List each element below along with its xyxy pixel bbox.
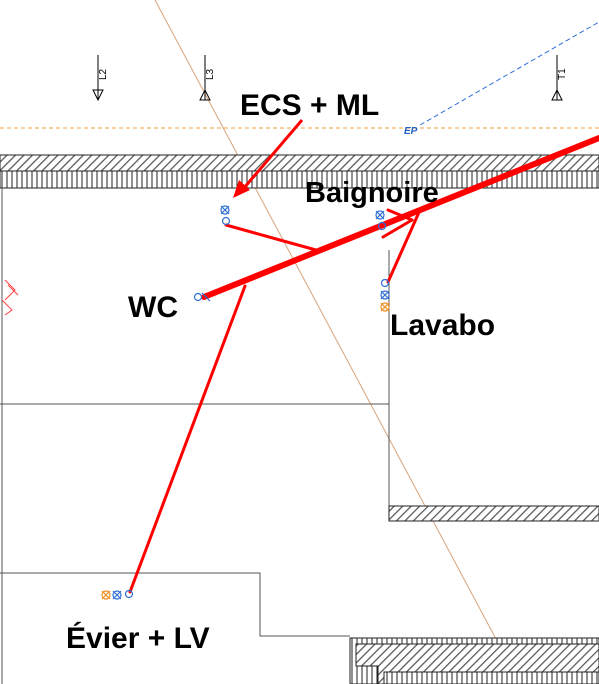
edge-marker [1,279,19,316]
reference-line [154,0,521,684]
axis-marker-l2: L2 [92,55,109,102]
fixture-evier-lv [101,589,134,600]
label-baignoire: Baignoire [305,177,439,209]
ep-label: EP [404,126,418,137]
axis-marker-t1: T1 [551,55,568,101]
interior-walls [0,188,390,684]
axis-label-l2: L2 [98,68,109,80]
fixture-lavabo [380,278,390,312]
axis-marker-l3: L3 [199,55,216,101]
axis-label-l3: L3 [205,68,216,80]
fixture-wc [193,292,211,302]
right-wall [388,505,599,522]
label-ecs-ml: ECS + ML [240,89,379,122]
label-evier-lv: Évier + LV [66,621,210,655]
label-lavabo: Lavabo [390,309,495,342]
bottom-right-wall [349,637,599,684]
dashed-blue-line [419,21,599,126]
axis-label-t1: T1 [557,68,568,80]
top-wall [0,154,599,189]
fixture-baignoire [375,210,387,231]
label-wc: WC [128,291,178,324]
pipes [128,135,599,594]
fixture-ecs-ml [220,205,231,226]
ecs-ml-arrow [233,119,304,198]
